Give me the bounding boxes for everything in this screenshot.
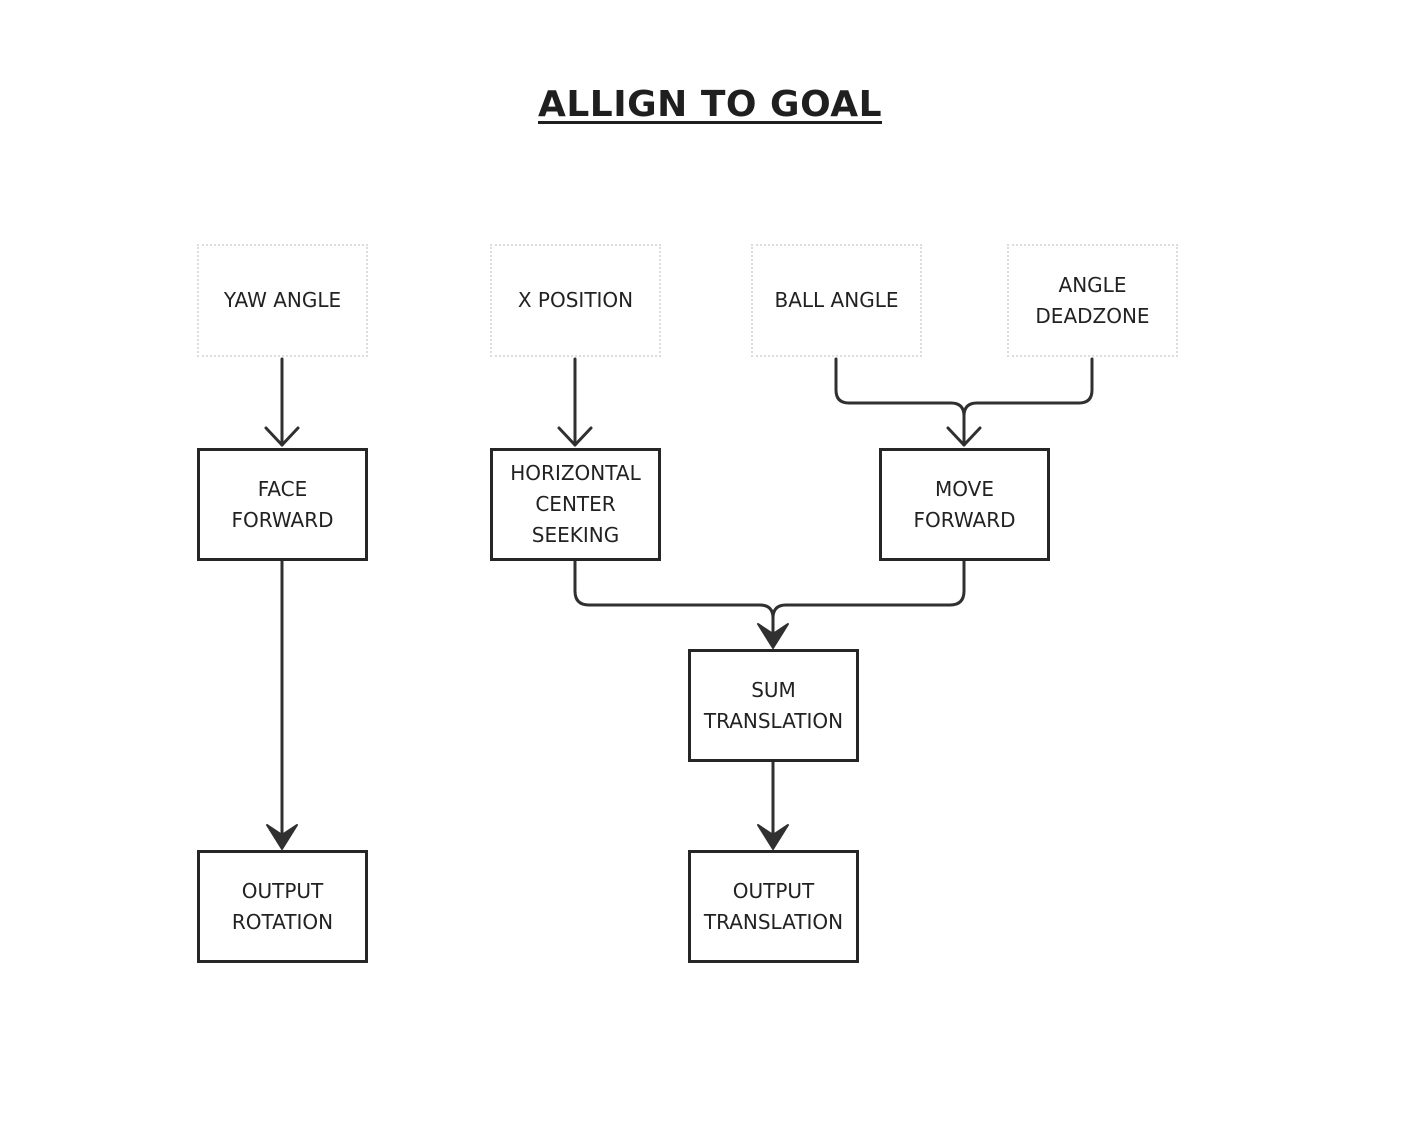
node-label-line: OUTPUT	[732, 878, 815, 903]
node-label-line: ANGLE	[1058, 272, 1127, 297]
node-face-forward: FACE FORWARD	[197, 448, 368, 561]
node-output-rotation: OUTPUT ROTATION	[197, 850, 368, 963]
arrowhead-face-forward	[264, 426, 300, 447]
arrowhead-move-forward	[946, 426, 982, 447]
node-label-line: CENTER	[535, 492, 616, 516]
edge-move-forward-to-sum-translation	[771, 559, 966, 620]
edge-angle-deadzone-to-move-forward	[962, 357, 1094, 418]
node-label-line: X POSITION	[517, 288, 634, 312]
edge-horizontal-center-seeking-to-sum-translation	[573, 559, 775, 642]
node-label-line: TRANSLATION	[703, 708, 844, 733]
node-yaw-angle: YAW ANGLE	[197, 244, 368, 357]
arrowhead-output-rotation	[266, 824, 298, 850]
node-label-line: MOVE	[935, 476, 994, 501]
node-angle-deadzone: ANGLE DEADZONE	[1007, 244, 1178, 357]
node-ball-angle: BALL ANGLE	[751, 244, 922, 357]
node-label-line: FORWARD	[913, 507, 1016, 532]
diagram-title: ALLIGN TO GOAL	[537, 84, 883, 125]
arrowhead-output-translation	[757, 824, 789, 850]
node-label-line: TRANSLATION	[703, 909, 844, 934]
node-sum-translation: SUM TRANSLATION	[688, 649, 859, 762]
node-label-line: BALL ANGLE	[774, 288, 899, 312]
node-label-line: ROTATION	[231, 909, 334, 934]
node-label-line: HORIZONTAL	[510, 461, 641, 485]
node-output-translation: OUTPUT TRANSLATION	[688, 850, 859, 963]
node-label-line: OUTPUT	[241, 878, 324, 903]
arrowhead-sum-translation	[757, 623, 789, 649]
node-label-line: YAW ANGLE	[223, 288, 342, 312]
node-label-line: DEADZONE	[1035, 303, 1150, 328]
edge-ball-angle-to-move-forward	[834, 357, 966, 447]
node-move-forward: MOVE FORWARD	[879, 448, 1050, 561]
node-x-position: X POSITION	[490, 244, 661, 357]
node-label-line: FACE	[257, 476, 308, 501]
node-horizontal-center-seeking: HORIZONTAL CENTER SEEKING	[490, 448, 661, 561]
node-label-line: SUM	[751, 677, 796, 702]
arrowhead-horizontal-center-seeking	[557, 426, 593, 447]
node-label-line: SEEKING	[531, 523, 620, 547]
node-label-line: FORWARD	[231, 507, 334, 532]
